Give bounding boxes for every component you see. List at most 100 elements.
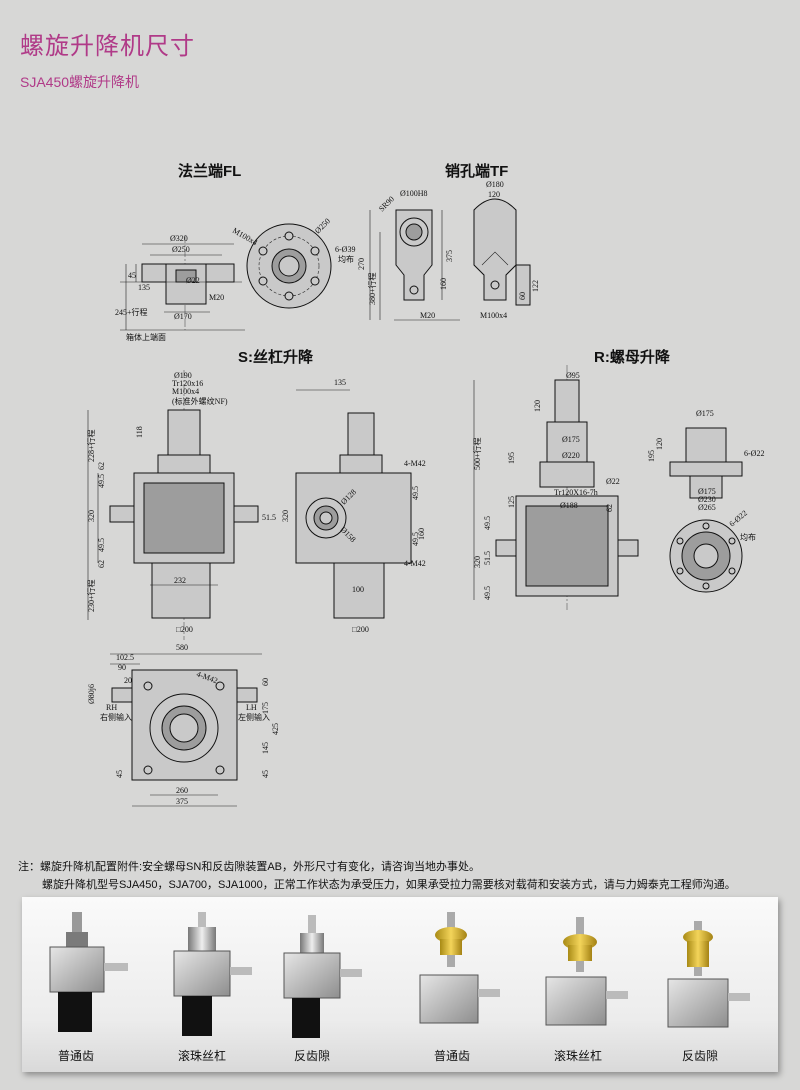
s-dim: 100 <box>352 585 364 594</box>
r-dim: Ø95 <box>566 371 580 380</box>
r-nut-side-view: Ø175 120 195 6-Ø22 Ø175 Ø230 Ø265 <box>647 409 764 512</box>
tf-dim: M100x4 <box>480 311 507 320</box>
tf-dim: 160 <box>439 278 448 290</box>
fl-dim: Ø250 <box>313 216 332 235</box>
r-front-view: Ø95 120 Ø175 Ø220 195 500+行程 125 Tr120X1… <box>472 365 639 610</box>
s-dim: 230+行程 <box>86 579 96 612</box>
s-dim: □200 <box>176 625 193 634</box>
r-dim: Ø175 <box>696 409 714 418</box>
top-dim: 45 <box>261 770 270 778</box>
page-title: 螺旋升降机尺寸 <box>20 33 195 60</box>
top-dim: Ø80j6 <box>87 684 96 704</box>
fl-dim: Ø320 <box>170 234 188 243</box>
r-dim: 6-Ø22 <box>728 508 749 528</box>
fl-dim: M20 <box>209 293 224 302</box>
product-images <box>49 912 750 1038</box>
fl-dim: M100x4 <box>231 226 259 247</box>
s-dim: 49.5 <box>97 474 106 488</box>
r-dim: 120 <box>533 400 542 412</box>
top-dim: 425 <box>271 723 280 735</box>
fl-dim: 135 <box>138 283 150 292</box>
tf-dim: 380+行程 <box>367 272 377 305</box>
top-dim: 20 <box>124 676 132 685</box>
tf-dim: 375 <box>445 250 454 262</box>
r-dim: 120 <box>655 438 664 450</box>
product-image-2 <box>173 912 252 1036</box>
product-caption: 滚珠丝杠 <box>553 1049 602 1063</box>
s-dim: 51.5 <box>262 513 276 522</box>
top-dim: 175 <box>261 702 270 714</box>
s-dim: Tr120x16 <box>172 379 203 388</box>
tf-dim: SR90 <box>377 194 396 213</box>
section-title-fl: 法兰端FL <box>178 163 242 180</box>
top-dim: 右侧输入 <box>100 712 132 722</box>
product-caption: 普通齿 <box>57 1049 94 1063</box>
s-dim: 49.5 <box>411 486 420 500</box>
product-caption: 反齿隙 <box>293 1049 330 1063</box>
s-dim: □200 <box>352 625 369 634</box>
s-dim: 62 <box>97 560 106 568</box>
fl-dim: 箱体上端面 <box>126 332 166 342</box>
fl-dim: Ø250 <box>172 245 190 254</box>
s-dim: M100x4 <box>172 387 199 396</box>
s-dim: 228+行程 <box>86 429 96 462</box>
r-dim: Ø188 <box>560 501 578 510</box>
product-photo-strip: 普通齿 滚珠丝杠 反齿隙 普通齿 滚珠丝杠 反齿隙 <box>22 897 778 1072</box>
product-caption: 反齿隙 <box>681 1049 718 1063</box>
r-dim: Ø230 <box>698 495 716 504</box>
top-dim: 45 <box>115 770 124 778</box>
tf-dim: 60 <box>518 292 527 300</box>
r-dim: Ø22 <box>606 477 620 486</box>
r-dim: 51.5 <box>483 551 492 565</box>
tf-dim: 270 <box>357 258 366 270</box>
fl-dim: 45 <box>128 271 136 280</box>
s-dim: 160 <box>417 528 426 540</box>
fl-dim: Ø22 <box>186 276 200 285</box>
product-image-3 <box>283 915 362 1038</box>
s-dim: 135 <box>334 378 346 387</box>
section-title-tf: 销孔端TF <box>445 163 509 180</box>
section-title-s: S:丝杠升降 <box>238 349 314 366</box>
fl-dim: Ø170 <box>174 312 192 321</box>
page-subtitle: SJA450螺旋升降机 <box>20 74 140 90</box>
tf-dim: M20 <box>420 311 435 320</box>
fl-dim: 6-Ø39 <box>335 245 355 254</box>
top-dim: 90 <box>118 663 126 672</box>
tf-front-view: Ø100H8 SR90 270 380+行程 M20 375 160 <box>357 189 460 321</box>
product-caption: 普通齿 <box>433 1049 470 1063</box>
product-caption: 滚珠丝杠 <box>177 1049 226 1063</box>
r-dim: 49.5 <box>483 516 492 530</box>
r-dim: 49.5 <box>483 586 492 600</box>
top-dim: 375 <box>176 797 188 806</box>
s-dim: (标准外螺纹NF) <box>172 396 228 406</box>
top-dim: 145 <box>261 742 270 754</box>
product-image-4 <box>419 912 500 1024</box>
s-dim: 232 <box>174 576 186 585</box>
tf-dim: Ø180 <box>486 180 504 189</box>
product-image-1 <box>49 912 128 1032</box>
notes: 注：螺旋升降机配置附件:安全螺母SN和反齿隙装置AB，外形尺寸有变化，请咨询当地… <box>18 858 736 894</box>
top-dim: 102.5 <box>116 653 134 662</box>
note-line: 螺旋升降机型号SJA450，SJA700，SJA1000，正常工作状态为承受压力… <box>42 879 736 891</box>
top-dim: LH <box>246 703 257 712</box>
top-dim: 左侧输入 <box>238 712 270 722</box>
fl-top-view: M100x4 Ø250 6-Ø39 均布 <box>231 216 355 309</box>
r-dim: 320 <box>473 556 482 568</box>
r-dim: Ø220 <box>562 451 580 460</box>
r-dim: 6-Ø22 <box>744 449 764 458</box>
top-plan-view: 580 102.5 90 20 Ø80j6 RH 右侧输入 4-M42 60 L… <box>87 643 280 807</box>
r-nut-top-view: 6-Ø22 均布 <box>669 508 756 593</box>
r-dim: 62 <box>605 504 614 512</box>
r-dim: 125 <box>507 496 516 508</box>
fl-dim: 均布 <box>338 254 354 264</box>
technical-drawing: Ø320 Ø250 Ø170 M20 45 135 245+行程 Ø22 箱体上… <box>86 180 764 807</box>
s-side-view: 135 4-M42 49.5 Ø128 Ø158 160 49.5 320 4-… <box>281 378 426 634</box>
r-dim: 195 <box>507 452 516 464</box>
s-dim: 49.5 <box>97 538 106 552</box>
product-image-6 <box>667 921 750 1028</box>
tf-dim: 122 <box>531 280 540 292</box>
r-dim: Ø175 <box>698 487 716 496</box>
fl-front-view: Ø320 Ø250 Ø170 M20 45 135 245+行程 Ø22 箱体上… <box>115 234 245 342</box>
r-dim: Ø175 <box>562 435 580 444</box>
s-dim: 4-M42 <box>404 559 426 568</box>
